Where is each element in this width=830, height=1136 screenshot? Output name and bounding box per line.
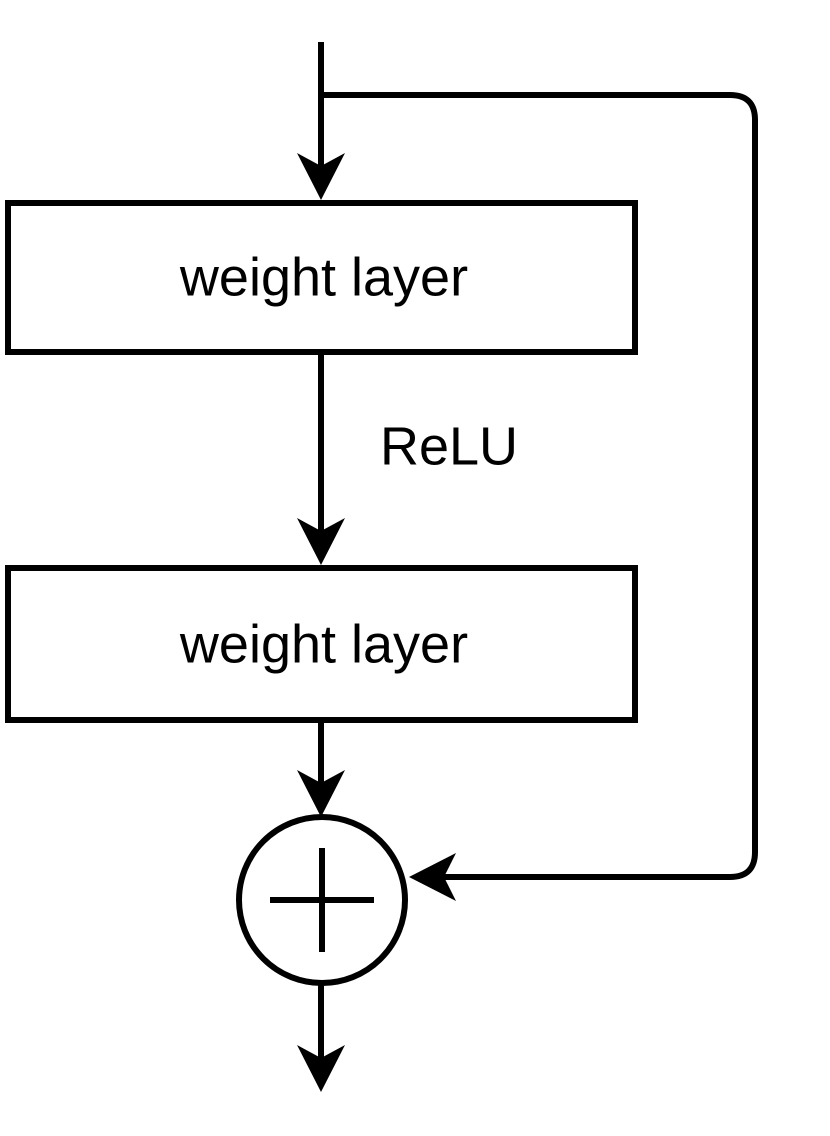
weight-layer-2-label: weight layer (179, 614, 468, 674)
input-edge (297, 42, 345, 200)
identity-shortcut-edge (321, 92, 758, 901)
weight-layer-1-node: weight layer (5, 200, 638, 355)
weight-layer-2-rect (5, 565, 638, 723)
weight-layer-2-node: weight layer (5, 565, 638, 723)
sum-edge-arrowhead (297, 770, 345, 817)
output-edge (297, 983, 345, 1092)
weight-layer-1-rect (5, 200, 638, 355)
input-edge-arrowhead (297, 153, 345, 200)
output-edge-arrowhead (297, 1045, 345, 1092)
weight-layer-1-label: weight layer (179, 247, 468, 307)
relu-edge (297, 355, 345, 565)
identity-shortcut-arrowhead (409, 853, 456, 901)
identity-shortcut-path (321, 92, 758, 880)
addition-operator-node (236, 814, 408, 986)
relu-label: ReLU (380, 416, 518, 476)
relu-edge-arrowhead (297, 518, 345, 565)
sum-edge (297, 723, 345, 817)
